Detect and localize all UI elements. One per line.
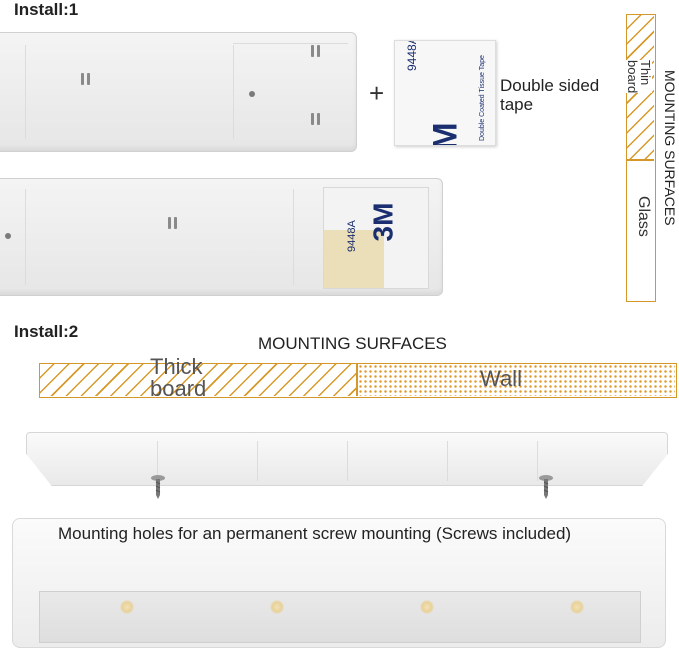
thin-board-line2: board xyxy=(625,60,640,94)
install2-heading: Install:2 xyxy=(14,322,79,341)
mounting-plate-with-tape: 3M 9448A xyxy=(0,178,443,296)
plate-seam xyxy=(293,189,294,285)
plate-seam xyxy=(347,441,348,481)
glass-text: Glass xyxy=(635,196,652,237)
thick-board-line1: Thick xyxy=(150,354,203,379)
applied-tape-code: 9448A xyxy=(346,220,358,252)
mounting-slot xyxy=(81,73,84,85)
tape-label-line1: Double sided xyxy=(500,76,600,95)
plate-seam xyxy=(537,441,538,481)
install1-heading: Install:1 xyxy=(14,0,79,19)
thin-board-label: Thin board xyxy=(625,60,656,130)
plate-seam xyxy=(233,43,348,44)
plate-seam xyxy=(157,441,158,481)
wall-label: Wall xyxy=(480,366,522,391)
plate-seam xyxy=(447,441,448,481)
mounting-slot xyxy=(87,73,90,85)
led-light xyxy=(270,600,284,614)
led-light xyxy=(570,600,584,614)
mounting-slot xyxy=(311,113,314,125)
mounting-plate-angled xyxy=(26,432,668,486)
tape-peeled-backing xyxy=(324,230,384,288)
thick-board-line2: board xyxy=(150,376,207,401)
led-light xyxy=(120,600,134,614)
mounting-slot xyxy=(317,45,320,57)
thin-board-line1: Thin xyxy=(638,60,653,86)
light-diffuser xyxy=(39,591,641,643)
horizontal-surfaces-box xyxy=(39,363,677,398)
thick-board-hatch xyxy=(40,364,356,396)
tape-code: 9448A xyxy=(405,40,419,71)
vertical-surfaces-title-text: MOUNTING SURFACES xyxy=(662,70,678,226)
applied-tape: 3M 9448A xyxy=(323,187,429,289)
mounting-plate-back xyxy=(0,32,357,152)
mounting-hole xyxy=(249,91,255,97)
surface-divider xyxy=(627,159,654,161)
screw-icon xyxy=(151,475,165,499)
mounting-slot xyxy=(174,217,177,229)
mounting-slot xyxy=(168,217,171,229)
tape-small-text: Double Coated Tissue Tape xyxy=(479,55,486,141)
tape-brand-logo: 3M xyxy=(426,122,465,146)
wall-dots xyxy=(358,364,675,396)
mounting-slot xyxy=(317,113,320,125)
screw-icon xyxy=(539,475,553,499)
horizontal-surfaces-title: MOUNTING SURFACES xyxy=(258,334,447,353)
tape-label: Double sided tape xyxy=(500,76,599,114)
light-unit xyxy=(12,518,666,648)
thick-board-label: Thick board xyxy=(150,356,206,400)
mounting-slot xyxy=(311,45,314,57)
mounting-note: Mounting holes for an permanent screw mo… xyxy=(58,524,572,543)
glass-label: Glass xyxy=(634,196,652,237)
led-light xyxy=(420,600,434,614)
plate-seam xyxy=(233,45,234,139)
tape-label-line2: tape xyxy=(500,95,534,114)
vertical-surfaces-title: MOUNTING SURFACES xyxy=(662,70,678,226)
plate-seam xyxy=(257,441,258,481)
applied-tape-brand-logo: 3M xyxy=(367,202,399,242)
vertical-surfaces-box xyxy=(626,14,656,302)
double-sided-tape-sample: 3M 9448A Double Coated Tissue Tape xyxy=(394,40,496,146)
surface-divider xyxy=(356,364,358,396)
plate-seam xyxy=(25,45,26,139)
plus-sign: + xyxy=(369,78,385,108)
plate-seam xyxy=(25,189,26,285)
mounting-hole xyxy=(5,233,11,239)
